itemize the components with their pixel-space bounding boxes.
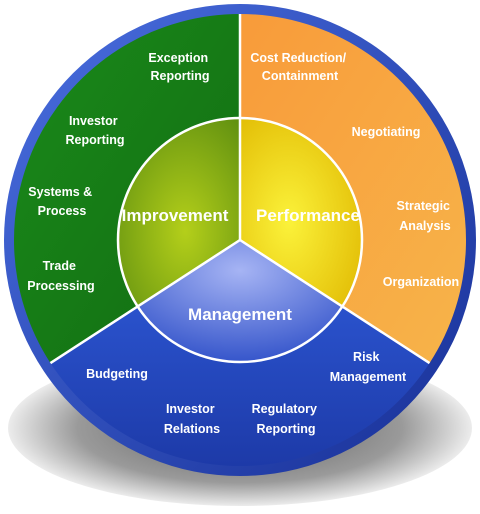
management-item-investor-relations: Investor Relations xyxy=(164,402,220,436)
divider-left xyxy=(49,238,241,365)
management-outer-segment xyxy=(50,306,430,466)
improvement-item-exception-reporting: Exception Reporting xyxy=(148,51,211,83)
improvement-item-systems-process: Systems & Process xyxy=(28,185,95,218)
performance-item-organization: Organization xyxy=(383,275,459,289)
performance-title: Performance xyxy=(256,206,360,225)
management-inner-segment xyxy=(137,240,343,362)
performance-item-negotiating: Negotiating xyxy=(352,125,421,139)
improvement-title: Improvement xyxy=(122,206,229,225)
segment-dividers xyxy=(49,14,431,365)
performance-outer-segment xyxy=(240,14,467,364)
management-item-regulatory-reporting: Regulatory Reporting xyxy=(252,402,321,436)
performance-item-strategic-analysis: Strategic Analysis xyxy=(397,199,454,233)
performance-item-cost-reduction: Cost Reduction/ Containment xyxy=(250,51,349,83)
management-item-risk-management: Risk Management xyxy=(330,350,407,384)
improvement-item-trade-processing: Trade Processing xyxy=(27,259,94,293)
management-item-budgeting: Budgeting xyxy=(86,367,148,381)
improvement-item-investor-reporting: Investor Reporting xyxy=(65,114,124,147)
divider-right xyxy=(239,238,431,365)
improvement-outer-segment xyxy=(14,14,240,364)
inner-circle-border xyxy=(116,116,364,364)
management-title: Management xyxy=(188,305,292,324)
